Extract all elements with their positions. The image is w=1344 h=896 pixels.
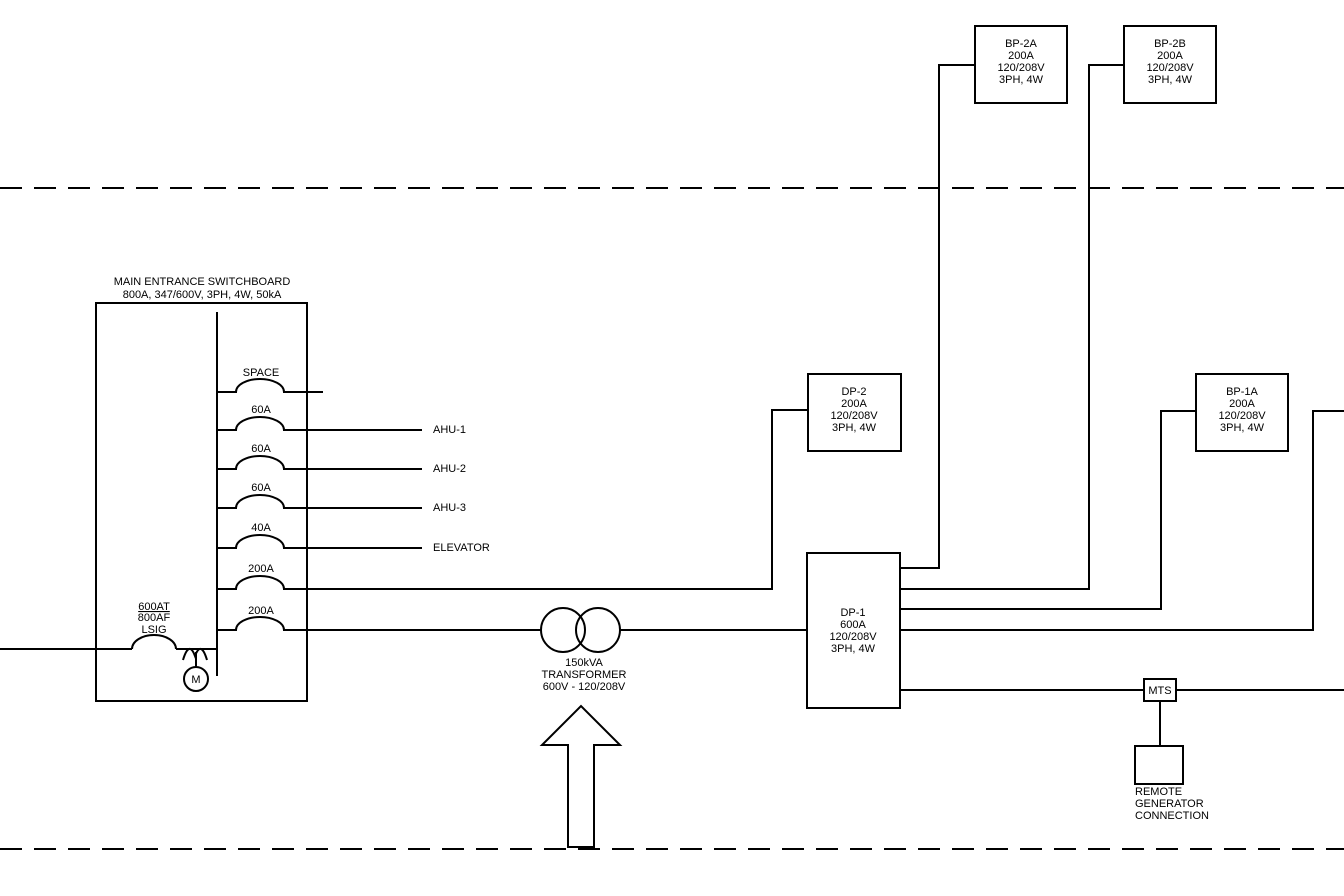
main-breaker-type: LSIG — [141, 624, 166, 636]
panel-volts: 120/208V — [1218, 410, 1266, 422]
panel-amps: 200A — [1157, 50, 1183, 62]
breaker-arc — [217, 494, 422, 509]
mts-label: MTS — [1148, 685, 1171, 697]
panel-volts: 120/208V — [997, 62, 1045, 74]
panel-box — [1123, 25, 1217, 104]
panel-name: DP-2 — [841, 386, 866, 398]
generator-label-line-2: GENERATOR — [1135, 798, 1204, 810]
breaker-rating: 200A — [248, 605, 274, 617]
load-label: ELEVATOR — [433, 542, 490, 554]
remote-generator-connection: REMOTE GENERATOR CONNECTION — [1134, 745, 1209, 822]
panel-phase: 3PH, 4W — [831, 643, 876, 655]
breaker-arc — [217, 416, 422, 431]
manual-transfer-switch: MTS — [1143, 678, 1177, 746]
meter-label: M — [191, 674, 200, 686]
generator-box — [1134, 745, 1184, 785]
transformer-secondary-coil — [575, 607, 621, 653]
breaker-transformer-feeder: 200A — [217, 605, 541, 631]
breaker-space: SPACE — [217, 367, 323, 393]
panel-dp-2: DP-2 200A 120/208V 3PH, 4W — [807, 373, 902, 452]
panel-volts: 120/208V — [830, 410, 878, 422]
feeder-to-bp-2a — [900, 64, 975, 569]
breaker-rating: 60A — [251, 404, 271, 416]
main-breaker-symbol — [131, 634, 177, 650]
breaker-rating: 60A — [251, 482, 271, 494]
panel-volts: 120/208V — [829, 631, 877, 643]
panel-amps: 200A — [1008, 50, 1034, 62]
load-label: AHU-3 — [433, 502, 466, 514]
transformer-primary-coil — [540, 607, 586, 653]
panel-volts: 120/208V — [1146, 62, 1194, 74]
transformer: 150kVA TRANSFORMER 600V - 120/208V — [539, 607, 808, 848]
breaker-rating: 40A — [251, 522, 271, 534]
panel-phase: 3PH, 4W — [1220, 422, 1265, 434]
arrow-up-icon — [539, 704, 623, 848]
transformer-label: TRANSFORMER — [542, 669, 627, 681]
main-breaker-frame: 800AF — [138, 612, 171, 624]
breaker-elevator: 40A ELEVATOR — [217, 522, 490, 554]
panel-bp-1a: BP-1A 200A 120/208V 3PH, 4W — [1195, 373, 1289, 452]
breaker-ahu-3: 60A AHU-3 — [217, 482, 466, 514]
breaker-arc — [217, 409, 808, 590]
switchboard-enclosure — [95, 302, 308, 702]
transformer-size: 150kVA — [565, 657, 603, 669]
panel-amps: 200A — [841, 398, 867, 410]
breaker-arc — [217, 534, 422, 549]
breaker-ahu-2: 60A AHU-2 — [217, 443, 466, 475]
feeder-to-bp-2b — [900, 64, 1124, 590]
panel-box — [974, 25, 1068, 104]
panel-amps: 600A — [840, 619, 866, 631]
panel-box — [807, 373, 902, 452]
breaker-rating: 200A — [248, 563, 274, 575]
breaker-arc — [217, 378, 323, 393]
panel-bp-2a: BP-2A 200A 120/208V 3PH, 4W — [974, 25, 1068, 104]
panel-name: DP-1 — [840, 607, 865, 619]
panel-name: BP-1A — [1226, 386, 1258, 398]
meter-circle — [183, 666, 209, 692]
panel-name: BP-2B — [1154, 38, 1186, 50]
transformer-voltage: 600V - 120/208V — [543, 681, 626, 693]
panel-dp-1: DP-1 600A 120/208V 3PH, 4W — [806, 552, 901, 709]
panel-box — [1195, 373, 1289, 452]
switchboard-title: MAIN ENTRANCE SWITCHBOARD — [114, 276, 291, 288]
panel-phase: 3PH, 4W — [832, 422, 877, 434]
panel-phase: 3PH, 4W — [999, 74, 1044, 86]
load-label: AHU-2 — [433, 463, 466, 475]
switchboard-rating: 800A, 347/600V, 3PH, 4W, 50kA — [123, 289, 282, 301]
breaker-arc — [217, 455, 422, 470]
feeder-to-bp-1a — [900, 410, 1196, 610]
generator-label-line-3: CONNECTION — [1135, 810, 1209, 822]
feeder-offpage-right — [900, 410, 1344, 631]
breaker-rating: 60A — [251, 443, 271, 455]
load-label: AHU-1 — [433, 424, 466, 436]
main-breaker-trip: 600AT — [138, 601, 170, 613]
panel-phase: 3PH, 4W — [1148, 74, 1193, 86]
breaker-arc — [217, 616, 541, 631]
breaker-dp-2-feeder: 200A — [217, 409, 808, 590]
generator-label-line-1: REMOTE — [1135, 786, 1182, 798]
breaker-ahu-1: 60A AHU-1 — [217, 404, 466, 436]
panel-name: BP-2A — [1005, 38, 1037, 50]
panel-bp-2b: BP-2B 200A 120/208V 3PH, 4W — [1123, 25, 1217, 104]
panel-amps: 200A — [1229, 398, 1255, 410]
main-switchboard: MAIN ENTRANCE SWITCHBOARD 800A, 347/600V… — [0, 276, 808, 702]
breaker-rating: SPACE — [243, 367, 279, 379]
